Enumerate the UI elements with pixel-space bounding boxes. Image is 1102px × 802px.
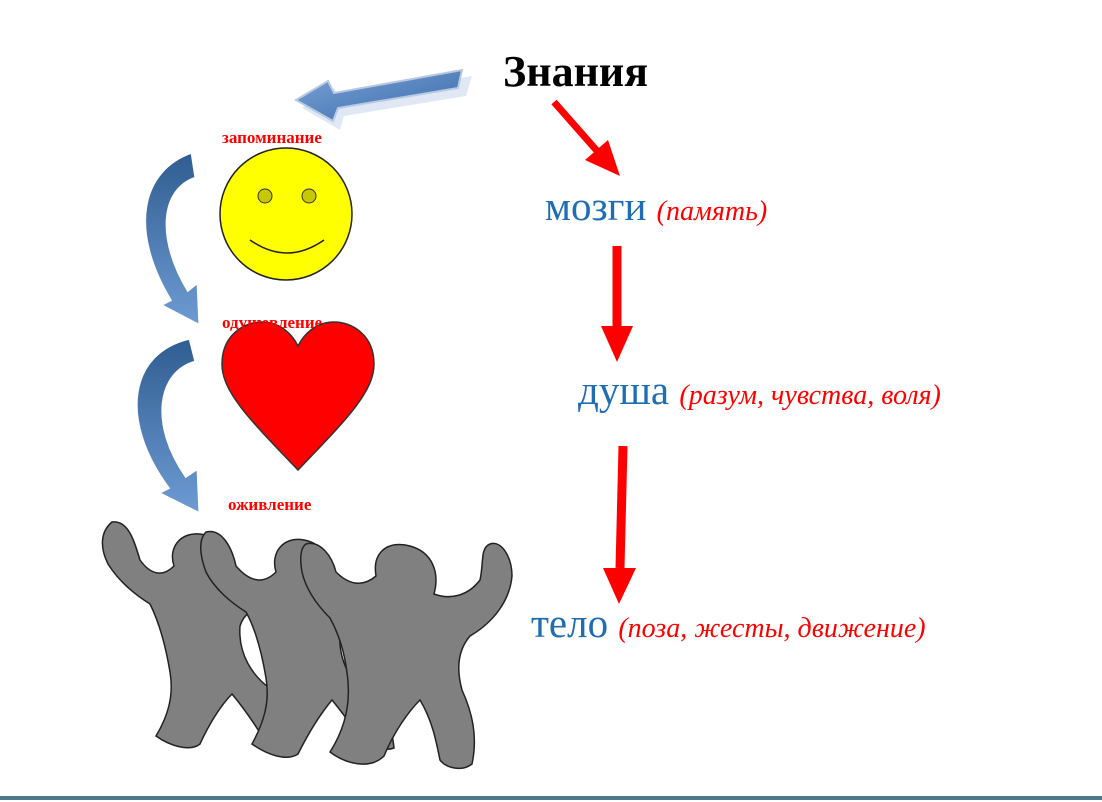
red-arrow-brain-to-soul-icon [601,246,633,362]
dancing-figure-2-icon [200,530,395,758]
red-arrow-title-to-brain-icon [551,99,620,176]
level-brain: мозги (память) [545,182,767,230]
level-soul: душа (разум, чувства, воля) [578,366,941,414]
level-body-note: (поза, жесты, движение) [618,613,926,644]
stage-memorize-label: запоминание [222,128,322,147]
dancing-figures-icon [101,521,513,770]
blue-arrow-to-memorize-icon [294,68,472,130]
level-soul-term: душа [578,367,670,413]
red-arrow-soul-to-body-icon [603,445,636,604]
title-knowledge: Знания [503,47,649,96]
stage-animate-label: оживление [228,495,312,514]
stage-inspire-label: одушевление [222,313,323,332]
dancing-figure-3-icon [300,542,513,770]
curved-arrow-1-icon [143,149,202,329]
level-soul-note: (разум, чувства, воля) [679,380,941,411]
heart-icon [221,321,375,472]
bottom-border-line [0,796,1102,800]
level-body-term: тело [531,600,609,646]
smiley-face-icon [219,147,353,281]
level-brain-note: (память) [656,196,768,227]
curved-arrow-2-icon [134,336,202,517]
level-body: тело (поза, жесты, движение) [531,599,926,647]
level-brain-term: мозги [545,183,647,229]
